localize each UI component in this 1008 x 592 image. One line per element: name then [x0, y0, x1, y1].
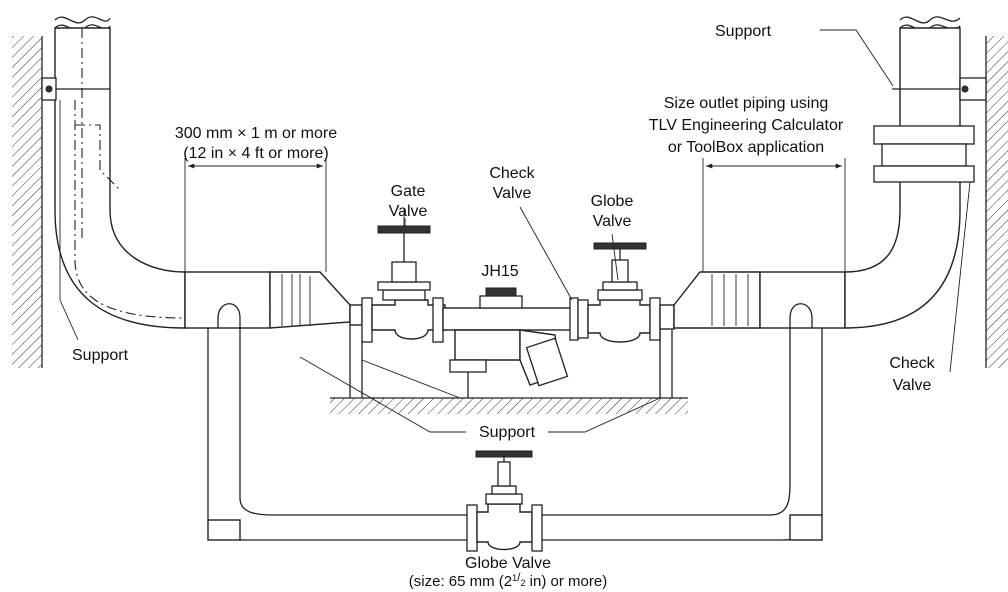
globe-valve-mid-label-line2: Valve: [593, 213, 632, 230]
leader-lines: [299, 29, 894, 433]
check-valve-mid-label-line2: Valve: [493, 185, 532, 202]
size-outlet-label-line1: Size outlet piping using: [664, 95, 829, 112]
floor-slab: [330, 397, 688, 414]
check-valve-right-label-line2: Valve: [893, 377, 932, 394]
outlet-vertical-pipe: [844, 16, 987, 373]
bypass-loop: [207, 303, 823, 541]
globe-bypass-label-line2: (size: 65 mm (21/2 in) or more): [409, 570, 607, 590]
outlet-horizontal-pipe: [659, 271, 846, 330]
check-valve-right-label-line1: Check: [889, 355, 935, 372]
globe-bypass-label-line1: Globe Valve: [465, 555, 551, 572]
support-bottom-label: Support: [479, 424, 536, 441]
gate-valve-label-line2: Valve: [389, 203, 428, 220]
dim-inlet-label-line1: 300 mm × 1 m or more: [175, 125, 337, 142]
gate-valve-label-line1: Gate: [391, 183, 426, 200]
size-outlet-label-line2: TLV Engineering Calculator: [649, 117, 844, 134]
inlet-horizontal-pipe: [184, 271, 363, 329]
inlet-vertical-pipe: [41, 16, 186, 341]
globe-valve-mid: [587, 242, 661, 343]
globe-valve-mid-label-line1: Globe: [591, 193, 634, 210]
check-valve-mid: [569, 297, 589, 341]
globe-valve-bypass: [466, 450, 543, 552]
support-top-right-label: Support: [715, 23, 772, 40]
support-left-label: Support: [72, 347, 129, 364]
trap-model-label: JH15: [481, 263, 518, 280]
dim-inlet-label-line2: (12 in × 4 ft or more): [183, 145, 328, 162]
trap-jh15: [442, 287, 574, 398]
gate-valve: [361, 208, 446, 343]
right-wall: [985, 36, 1008, 368]
dimension-inlet: [184, 158, 327, 272]
check-valve-mid-label-line1: Check: [489, 165, 535, 182]
dimension-outlet: [702, 158, 846, 272]
left-wall: [12, 36, 43, 368]
size-outlet-label-line3: or ToolBox application: [668, 139, 824, 156]
